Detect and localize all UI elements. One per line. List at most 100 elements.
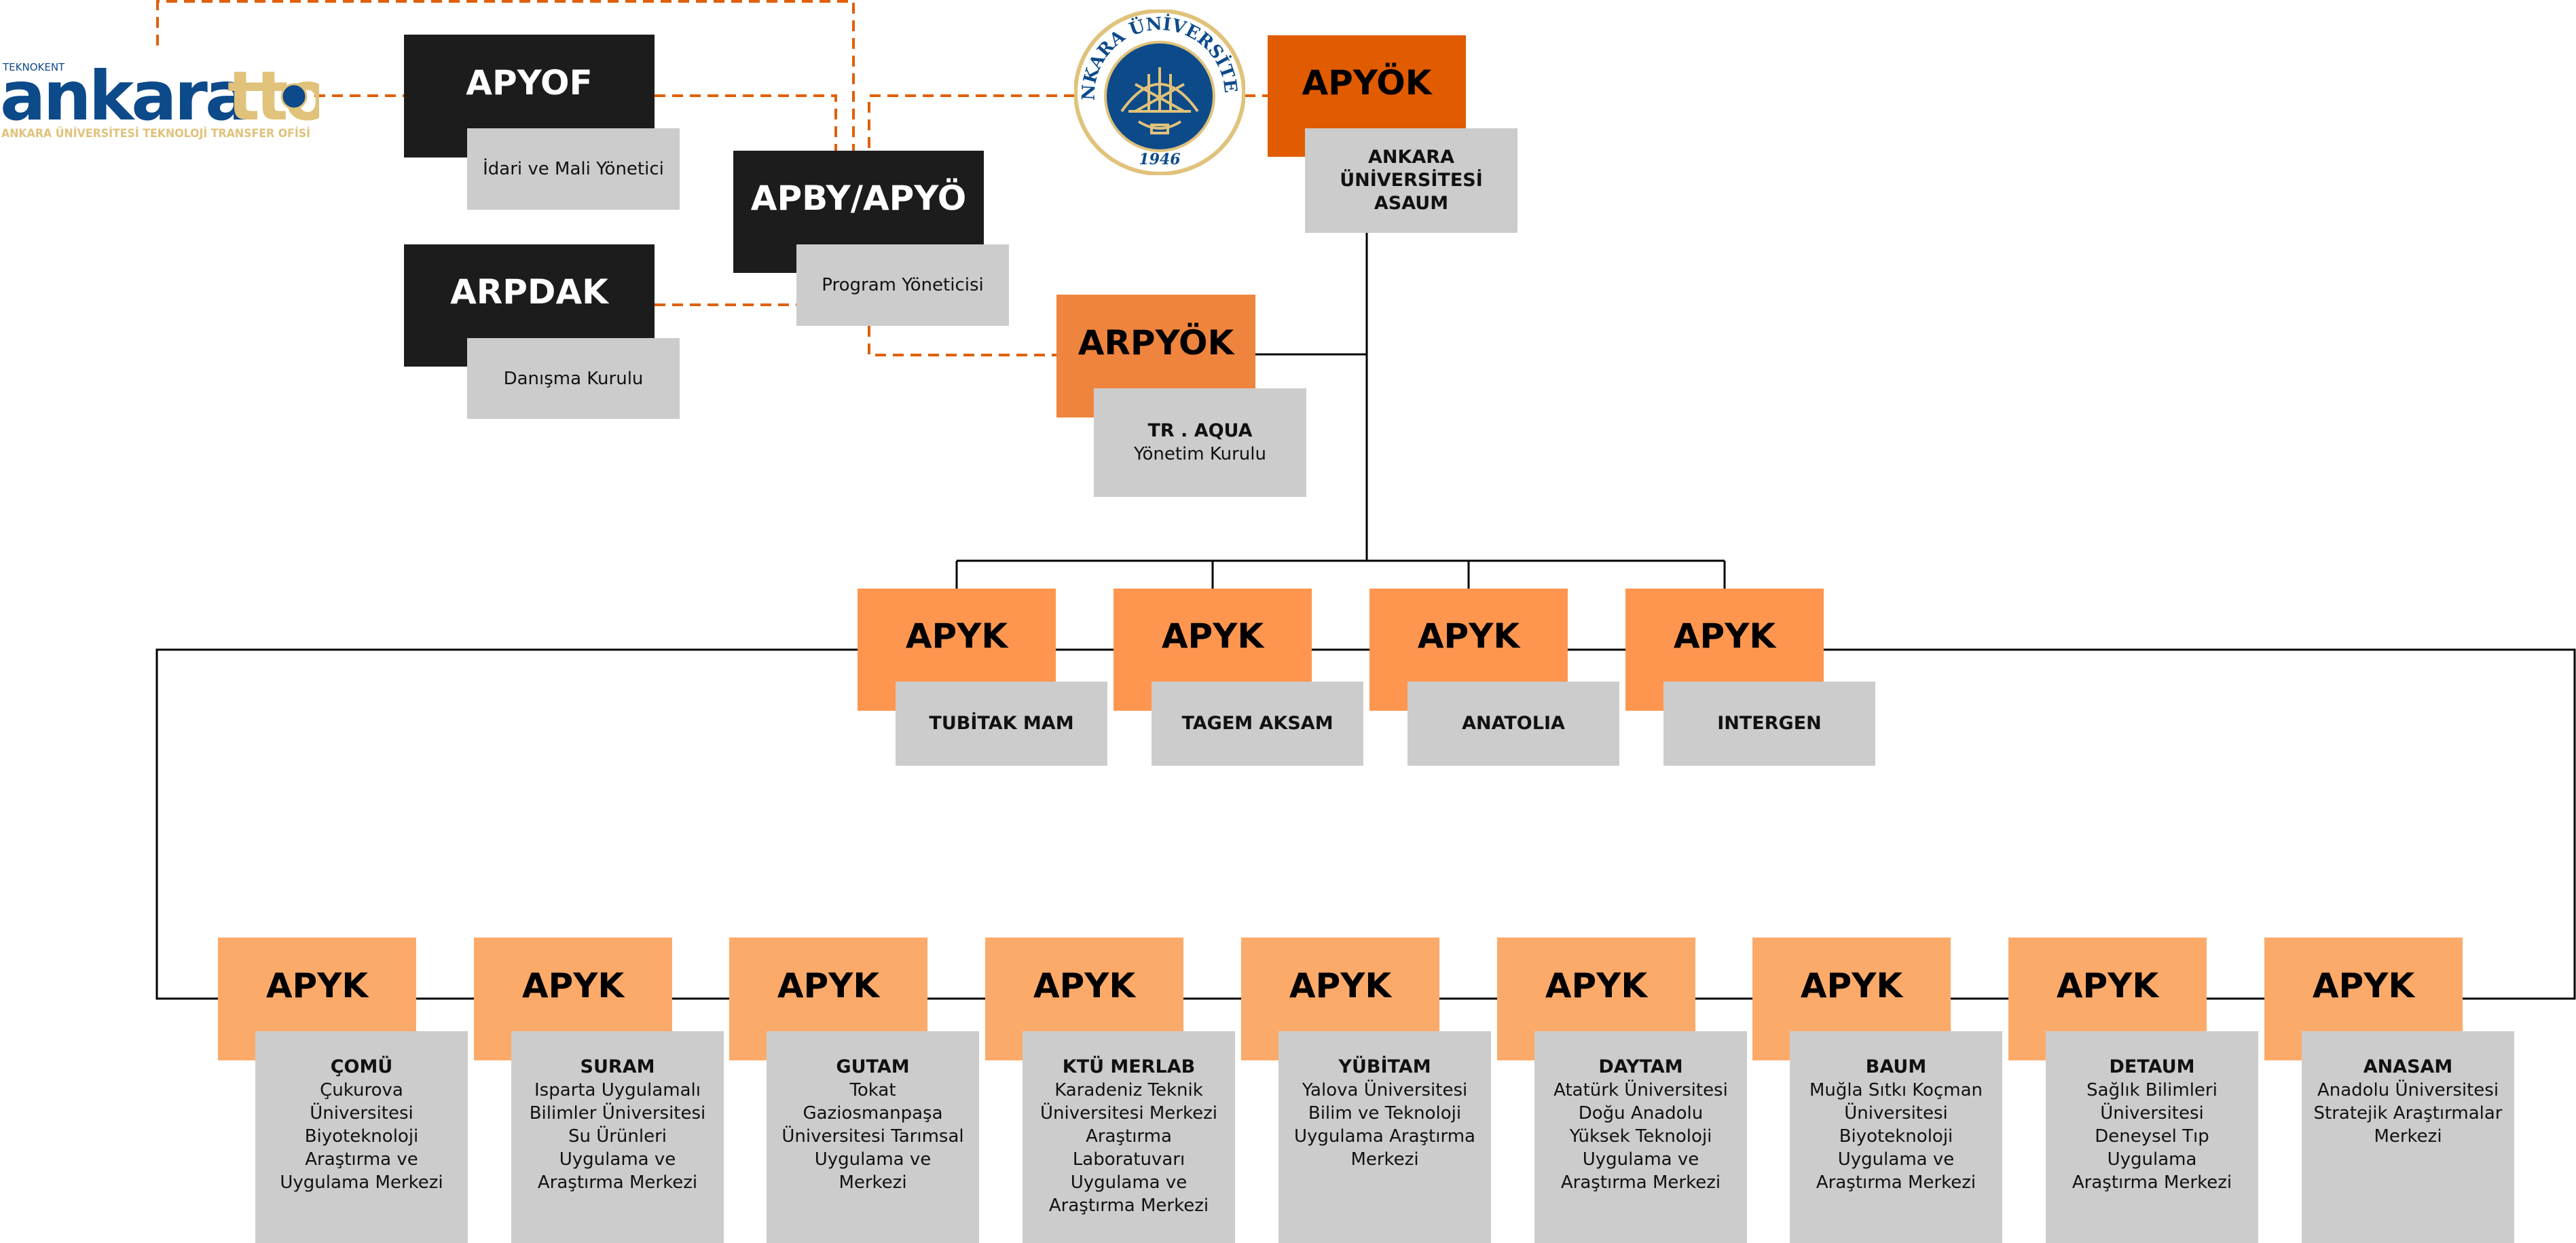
center-name: DAYTAM [1598,1056,1683,1077]
center-description-line: Atatürk Üniversitesi [1553,1080,1728,1100]
arpyok-subtitle: Yönetim Kurulu [1134,444,1266,464]
seal-year: 1946 [1139,151,1180,168]
center-description-line: Uygulama ve [1837,1149,1955,1170]
center-name: ÇOMÜ [330,1056,393,1077]
center-description-line: Bilim ve Teknoloji [1308,1103,1462,1124]
center-description-line: Uygulama ve [1582,1149,1699,1170]
bottom-apyk-node[interactable]: APYK [985,938,1183,1060]
ankara-tto-logo: TEKNOKENT ankara tto ANKARA ÜNİVERSİTESİ… [0,53,333,141]
center-name: GUTAM [836,1056,910,1077]
apyk-title: APYK [777,965,880,1005]
logo-teknokent-text: TEKNOKENT [2,61,65,73]
apyk-title: APYK [265,965,369,1005]
center-name: YÜBİTAM [1338,1056,1431,1077]
apby-apyo-title: APBY/APYÖ [750,179,967,218]
apyok-title: APYÖK [1302,62,1432,103]
center-description-line: Deneysel Tıp [2095,1126,2209,1147]
dashed-connectors [156,0,1268,356]
center-name: SURAM [580,1056,655,1077]
apyk-title: APYK [1800,965,1903,1005]
center-description-line: Uygulama Araştırma [1294,1126,1475,1147]
center-description-line: Karadeniz Teknik [1054,1080,1203,1100]
apyk-title: APYK [2056,965,2159,1005]
center-description-line: Araştırma Merkezi [1560,1172,1721,1193]
center-description-line: Çukurova [320,1080,403,1100]
apyk-title: APYK [1417,616,1520,656]
dashed-top-loop [156,0,855,151]
arpyok-title: ARPYÖK [1078,322,1234,363]
center-description-line: Yalova Üniversitesi [1302,1080,1468,1100]
center-description-line: Sağlık Bilimleri [2086,1080,2218,1100]
center-description-line: Stratejik Araştırmalar [2313,1103,2503,1124]
center-description-line: Doğu Anadolu [1578,1103,1704,1124]
center-description-line: Araştırma Merkezi [2072,1172,2232,1193]
center-name: BAUM [1865,1056,1927,1077]
apyof-title: APYOF [466,62,593,103]
apyok-subtitle-box: ANKARA ÜNİVERSİTESİ ASAUM [1305,128,1517,233]
arpdak-subtitle: Danışma Kurulu [503,368,644,389]
logo-subtitle: ANKARA ÜNİVERSİTESİ TEKNOLOJİ TRANSFER O… [1,126,310,141]
center-description-line: Anadolu Üniversitesi [2317,1080,2499,1100]
center-name: TUBİTAK MAM [929,713,1074,734]
apyk-title: APYK [1033,965,1136,1005]
center-description-line: Uygulama ve [1070,1172,1188,1193]
center-description-line: Biyoteknoloji [304,1126,419,1147]
arpyok-subtitle-box: TR . AQUA Yönetim Kurulu [1094,388,1306,497]
center-name: TAGEM AKSAM [1181,713,1333,734]
center-description-line: Muğla Sıtkı Koçman [1809,1080,1983,1100]
arpdak-subtitle-box: Danışma Kurulu [467,338,680,419]
seal-emblem-icon [1120,67,1199,134]
middle-center-box: TUBİTAK MAM [896,682,1107,766]
center-description-line: Üniversitesi Tarımsal [781,1126,964,1147]
logo-wordmark-accent: tto [227,56,319,136]
middle-center-box: TAGEM AKSAM [1152,682,1363,766]
apyok-subtitle: ANKARA ÜNİVERSİTESİ ASAUM [1340,147,1483,214]
center-name: INTERGEN [1717,713,1822,734]
apby-subtitle-box: Program Yöneticisi [796,244,1009,326]
center-description-line: Yüksek Teknoloji [1569,1126,1712,1147]
bottom-apyk-node[interactable]: APYK [474,938,672,1060]
center-description-line: Isparta Uygulamalı [534,1080,701,1100]
apyk-title: APYK [1289,965,1392,1005]
center-description-line: Biyoteknoloji [1839,1126,1953,1147]
middle-center-box: INTERGEN [1663,682,1875,766]
center-description-line: Araştırma Merkezi [1816,1172,1976,1193]
dashed-seal-to-apby [868,94,1075,151]
center-description-line: Uygulama ve [814,1149,932,1170]
center-description-line: Üniversitesi [310,1103,413,1124]
center-name: DETAUM [2109,1056,2195,1077]
apyk-title: APYK [2312,965,2415,1005]
arpyok-node[interactable]: ARPYÖK [1056,295,1255,418]
center-description-line: Bilimler Üniversitesi [529,1103,706,1124]
logo-seal-icon [280,83,308,110]
center-description-line: Araştırma ve [305,1149,418,1170]
center-description-line: Üniversitesi Merkezi [1040,1103,1217,1124]
center-description-line: Tokat [849,1080,896,1100]
center-description-line: Merkezi [839,1172,907,1193]
center-description-line: Merkezi [1350,1149,1419,1170]
center-description-line: Araştırma Merkezi [537,1172,698,1193]
center-description-line: Gaziosmanpaşa [803,1103,943,1124]
apyk-title: APYK [521,965,625,1005]
apyof-subtitle-box: İdari ve Mali Yönetici [467,128,680,210]
ankara-university-seal: ANKARA ÜNİVERSİTESİ 1946 [1067,0,1246,176]
center-description-line: Uygulama Merkezi [280,1172,443,1193]
arpdak-title: ARPDAK [450,272,608,312]
dashed-apby-to-arpyok [868,326,1056,356]
center-name: ANASAM [2363,1056,2453,1077]
center-description-line: Laboratuvarı [1072,1149,1185,1170]
dashed-apyof-to-apby [655,94,837,151]
center-description-line: Üniversitesi [2100,1103,2204,1124]
apyk-title: APYK [905,616,1008,656]
apyk-title: APYK [1673,616,1776,656]
center-description-line: Araştırma Merkezi [1048,1195,1209,1216]
middle-center-box: ANATOLIA [1407,682,1619,766]
